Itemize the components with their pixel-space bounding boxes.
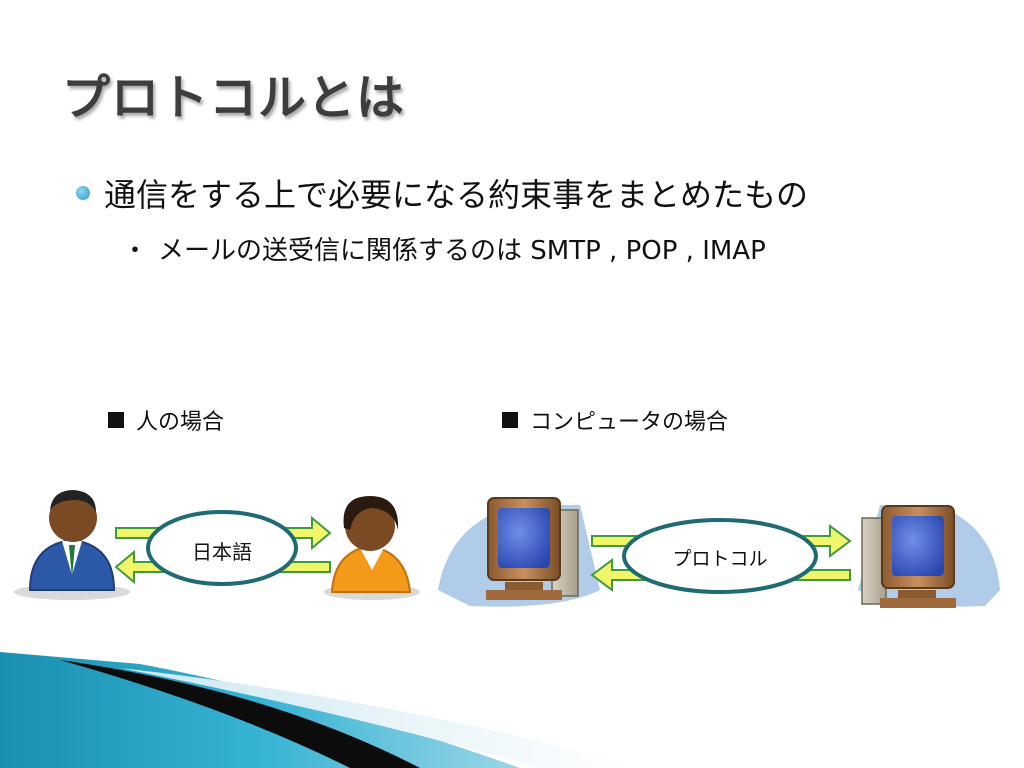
slide-title: プロトコルとは [62,70,406,126]
computer-bubble-shape [622,518,818,594]
square-bullet-icon [502,412,518,428]
square-bullet-icon [108,412,124,428]
sub-bullet-mark: ・ [122,236,149,266]
human-section-diagram [14,490,420,600]
left-computer-icon [486,497,579,600]
computer-section-label-text: コンピュータの場合 [530,410,729,435]
right-computer-icon [861,505,956,608]
sub-bullet-item: ・ メールの送受信に関係するのは SMTP , POP , IMAP [122,230,766,267]
human-section-label-text: 人の場合 [136,410,225,435]
bullet-text: 通信をする上で必要になる約束事をまとめたもの [104,176,809,214]
sub-bullet-text: メールの送受信に関係するのは SMTP , POP , IMAP [158,236,766,266]
computer-section-label: コンピュータの場合 [502,404,728,436]
computer-bubble-text: プロトコル [672,548,768,570]
computer-section-diagram [438,497,1000,608]
human-section-label: 人の場合 [108,404,224,436]
bullet-dot-icon [76,186,90,200]
human-bubble-text: 日本語 [192,540,252,564]
man-avatar-icon [28,490,116,591]
bullet-item: 通信をする上で必要になる約束事をまとめたもの [76,170,808,216]
woman-avatar-icon [330,496,412,593]
human-bubble-shape [146,510,298,586]
bottom-wave-decor [0,652,640,768]
